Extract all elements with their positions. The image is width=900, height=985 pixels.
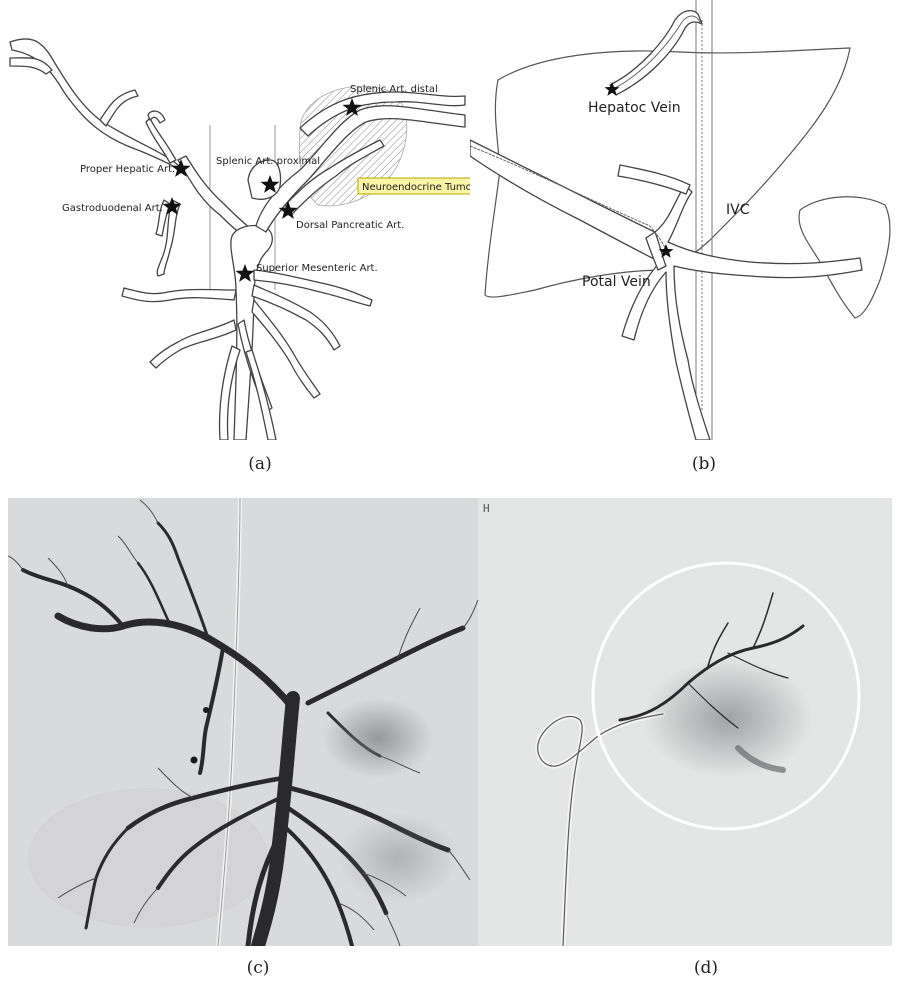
caption-a: (a) bbox=[230, 454, 290, 474]
angiography-render: H bbox=[8, 498, 892, 946]
label-splenic-distal: Splenic Art. distal bbox=[350, 84, 438, 95]
hepatic-artery-tree bbox=[10, 39, 250, 276]
caption-c: (c) bbox=[228, 958, 288, 978]
label-gastroduodenal: Gastroduodenal Art. bbox=[62, 203, 163, 214]
label-hepatic-vein: Hepatoc Vein bbox=[588, 100, 681, 116]
label-ivc: IVC bbox=[726, 202, 750, 218]
panel-c-tumor-blush bbox=[323, 698, 433, 778]
label-sma: Superior Mesenteric Art. bbox=[256, 263, 378, 274]
label-portal-vein: Potal Vein bbox=[582, 274, 651, 290]
label-dorsal-pancreatic: Dorsal Pancreatic Art. bbox=[296, 220, 404, 231]
label-proper-hepatic: Proper Hepatic Art. bbox=[80, 164, 175, 175]
panel-a-diagram: Splenic Art. distal Proper Hepatic Art. … bbox=[0, 0, 470, 440]
panel-b-diagram: Hepatoc Vein IVC Potal Vein bbox=[470, 0, 900, 440]
panel-c-lower-blush bbox=[338, 813, 458, 903]
label-tumor: Neuroendocrine Tumor bbox=[362, 182, 470, 193]
spleen-outline bbox=[799, 197, 890, 318]
marker-h: H bbox=[483, 502, 490, 515]
panel-d-tumor-blush bbox=[643, 658, 813, 778]
label-splenic-proximal: Splenic Art. proximal bbox=[216, 156, 320, 167]
caption-b: (b) bbox=[674, 454, 734, 474]
angiography-image: H bbox=[8, 498, 892, 946]
caption-d: (d) bbox=[676, 958, 736, 978]
